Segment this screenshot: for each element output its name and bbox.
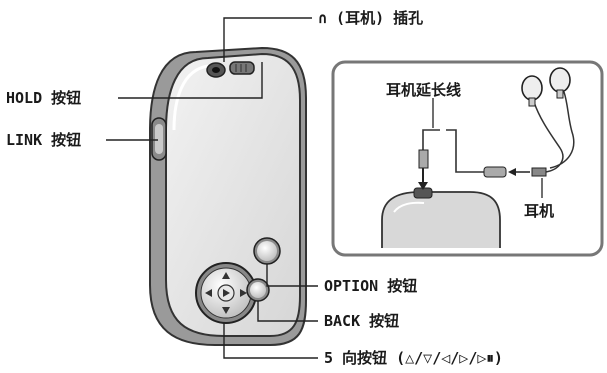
headphone-jack-label: ∩ (耳机) 插孔 xyxy=(318,9,423,27)
link-button[interactable] xyxy=(151,117,167,161)
link-button-label: LINK 按钮 xyxy=(6,131,81,149)
play-pause-icon xyxy=(223,289,230,297)
left-arrow-icon xyxy=(205,289,212,297)
callout-lines xyxy=(106,17,318,359)
five-way-button-label: 5 向按钮 (△/▽/◁/▷/▷⏸) xyxy=(324,349,503,367)
left-earbud xyxy=(521,75,543,107)
back-button-label: BACK 按钮 xyxy=(324,312,399,330)
up-arrow-icon xyxy=(222,272,230,279)
down-arrow-icon xyxy=(222,307,230,314)
option-button[interactable] xyxy=(253,237,281,265)
right-arrow-icon xyxy=(240,289,247,297)
hold-button-label: HOLD 按钮 xyxy=(6,89,81,107)
device-corner xyxy=(381,191,501,248)
back-button[interactable] xyxy=(246,278,270,302)
extension-cable-label: 耳机延长线 xyxy=(386,81,461,99)
earphone-inset: 耳机延长线 耳机 xyxy=(331,60,604,257)
hold-switch[interactable] xyxy=(229,61,255,75)
option-button-label: OPTION 按钮 xyxy=(324,277,417,295)
earphones-label: 耳机 xyxy=(524,202,554,220)
right-earbud xyxy=(549,67,571,99)
headphone-jack[interactable] xyxy=(206,62,226,78)
